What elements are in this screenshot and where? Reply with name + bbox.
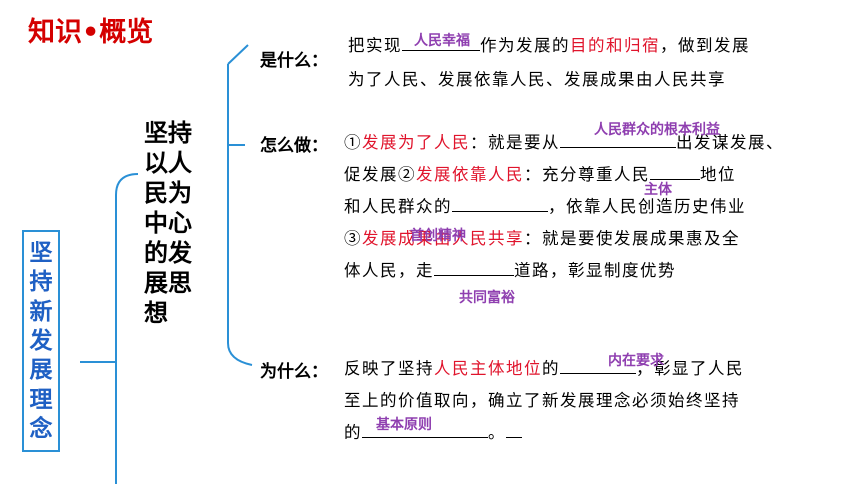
why-line-1: 反映了坚持人民主体地位的，彰显了人民: [344, 353, 744, 385]
what-question: 是什么：: [260, 51, 328, 71]
how-line-5: 体人民，走道路，彰显制度优势: [344, 255, 676, 287]
blank: [434, 257, 514, 276]
answer-label: 内在要求: [608, 353, 664, 369]
answer-label: 人民群众的根本利益: [594, 122, 720, 138]
root-char: 新: [29, 298, 53, 325]
why-line-3: 的。: [344, 417, 522, 449]
how-question: 怎么做：: [260, 136, 328, 156]
what-line-1: 把实现作为发展的目的和归宿，做到发展: [348, 30, 750, 62]
root-char: 念: [29, 416, 53, 443]
root-char: 理: [29, 386, 53, 413]
what-line-2: 为了人民、发展依靠人民、发展成果由人民共享: [348, 70, 726, 89]
blank: [402, 32, 480, 51]
root-char: 展: [29, 357, 53, 384]
blank: [362, 419, 488, 438]
root-char: 发: [29, 327, 53, 354]
root-char: 坚: [29, 239, 53, 266]
answer-label: 人民幸福: [414, 33, 470, 49]
blank: [452, 193, 548, 212]
why-question: 为什么：: [260, 362, 328, 382]
blank: [506, 419, 522, 438]
root-char: 持: [29, 269, 53, 296]
answer-label: 基本原则: [376, 417, 432, 433]
how-line-1: ①发展为了人民：就是要从出发谋发展、: [344, 127, 784, 159]
how-line-4: ③发展成果由人民共享：就是要使发展成果惠及全: [344, 229, 740, 248]
why-line-2: 至上的价值取向，确立了新发展理念必须始终坚持: [344, 391, 740, 410]
answer-label: 主体: [644, 182, 672, 198]
answer-label: 首创精神: [410, 228, 466, 244]
blank: [650, 161, 700, 180]
blank: [560, 355, 636, 374]
branch-topic: 坚持以人民为中心的发展思想: [144, 119, 192, 327]
blank: [560, 129, 676, 148]
page-title: 知识•概览: [28, 17, 154, 48]
branch-bracket: [227, 44, 253, 366]
how-line-2: 促发展②发展依靠人民：充分尊重人民地位: [344, 159, 736, 191]
root-topic-box: 坚 持 新 发 展 理 念: [22, 230, 60, 452]
answer-label: 共同富裕: [459, 290, 515, 306]
how-line-3: 和人民群众的，依靠人民创造历史伟业: [344, 191, 746, 223]
root-bracket: [80, 173, 139, 484]
